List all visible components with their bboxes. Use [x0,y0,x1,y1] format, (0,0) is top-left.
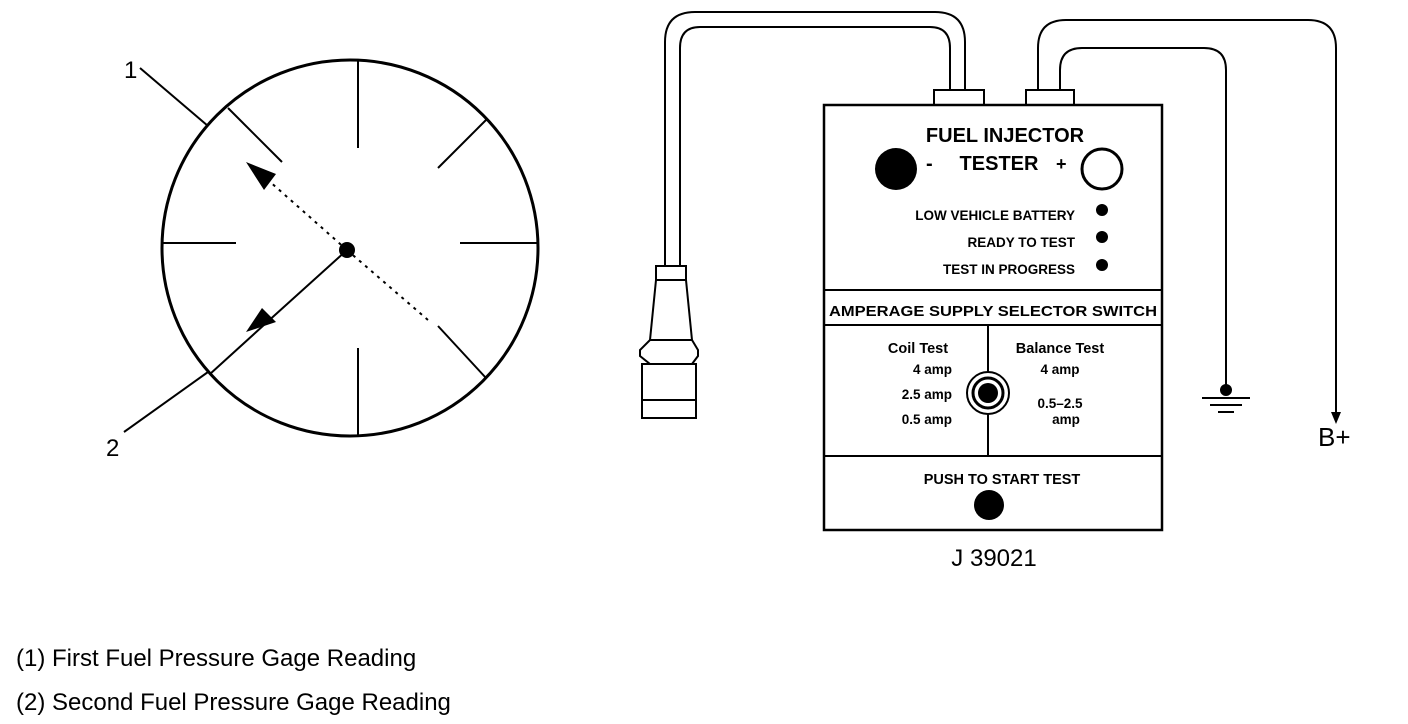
coil-test-option-2-5amp: 2.5 amp [902,387,952,402]
ready-to-test-led [1096,231,1108,243]
push-to-start-label: PUSH TO START TEST [924,472,1081,488]
gage-dial [160,58,540,438]
balance-test-option-range: 0.5–2.5 [1037,396,1083,411]
minus-sign: - [926,153,933,175]
injector-connector [639,265,699,419]
tester-title-line1: FUEL INJECTOR [926,125,1085,147]
plus-sign: + [1056,154,1067,174]
pressure-gage: 1 2 [106,57,540,462]
tool-number: J 39021 [951,545,1036,572]
balance-test-title: Balance Test [1016,341,1105,357]
positive-terminal[interactable] [1080,147,1124,191]
injector-lead [664,11,966,268]
selector-header: AMPERAGE SUPPLY SELECTOR SWITCH [829,303,1157,320]
b-plus-label: B+ [1318,422,1351,452]
legend-item-second-reading: (2) Second Fuel Pressure Gage Reading [16,689,451,716]
callout-1-label: 1 [124,57,137,84]
callout-2-leader [123,371,209,433]
test-in-progress-led [1096,259,1108,271]
tester-body: FUEL INJECTOR TESTER - + LOW VEHICLE BAT… [822,89,1164,532]
first-reading-arrowhead [246,162,276,190]
coil-test-option-0-5amp: 0.5 amp [902,412,952,427]
legend-item-first-reading: (1) First Fuel Pressure Gage Reading [16,645,417,672]
second-reading-needle [264,249,348,325]
gage-tick-marks [162,60,538,436]
amperage-selector-knob[interactable] [966,371,1010,415]
first-reading-needle [267,179,348,251]
power-leads [1037,19,1337,415]
b-plus-arrowhead [1331,412,1341,424]
second-reading-arrowhead [246,308,276,332]
low-vehicle-battery-led [1096,204,1108,216]
coil-test-option-4amp: 4 amp [913,362,952,377]
ready-to-test-label: READY TO TEST [967,235,1075,250]
push-to-start-button[interactable] [974,490,1004,520]
first-reading-needle-tail [346,249,429,321]
ground-symbol [1202,384,1250,413]
second-reading-needle-tail [209,323,266,375]
balance-test-option-range-unit: amp [1052,412,1080,427]
coil-test-title: Coil Test [888,341,948,357]
test-in-progress-label: TEST IN PROGRESS [943,262,1075,277]
balance-test-option-4amp: 4 amp [1040,362,1079,377]
tester-title-line2: TESTER [960,153,1039,175]
power-lead-socket [1025,89,1075,107]
callout-2-label: 2 [106,435,119,462]
low-vehicle-battery-label: LOW VEHICLE BATTERY [915,208,1075,223]
negative-terminal[interactable] [875,148,917,190]
gage-center-pivot [339,242,355,258]
injector-lead-socket [933,89,985,107]
callout-1-leader [139,67,209,127]
